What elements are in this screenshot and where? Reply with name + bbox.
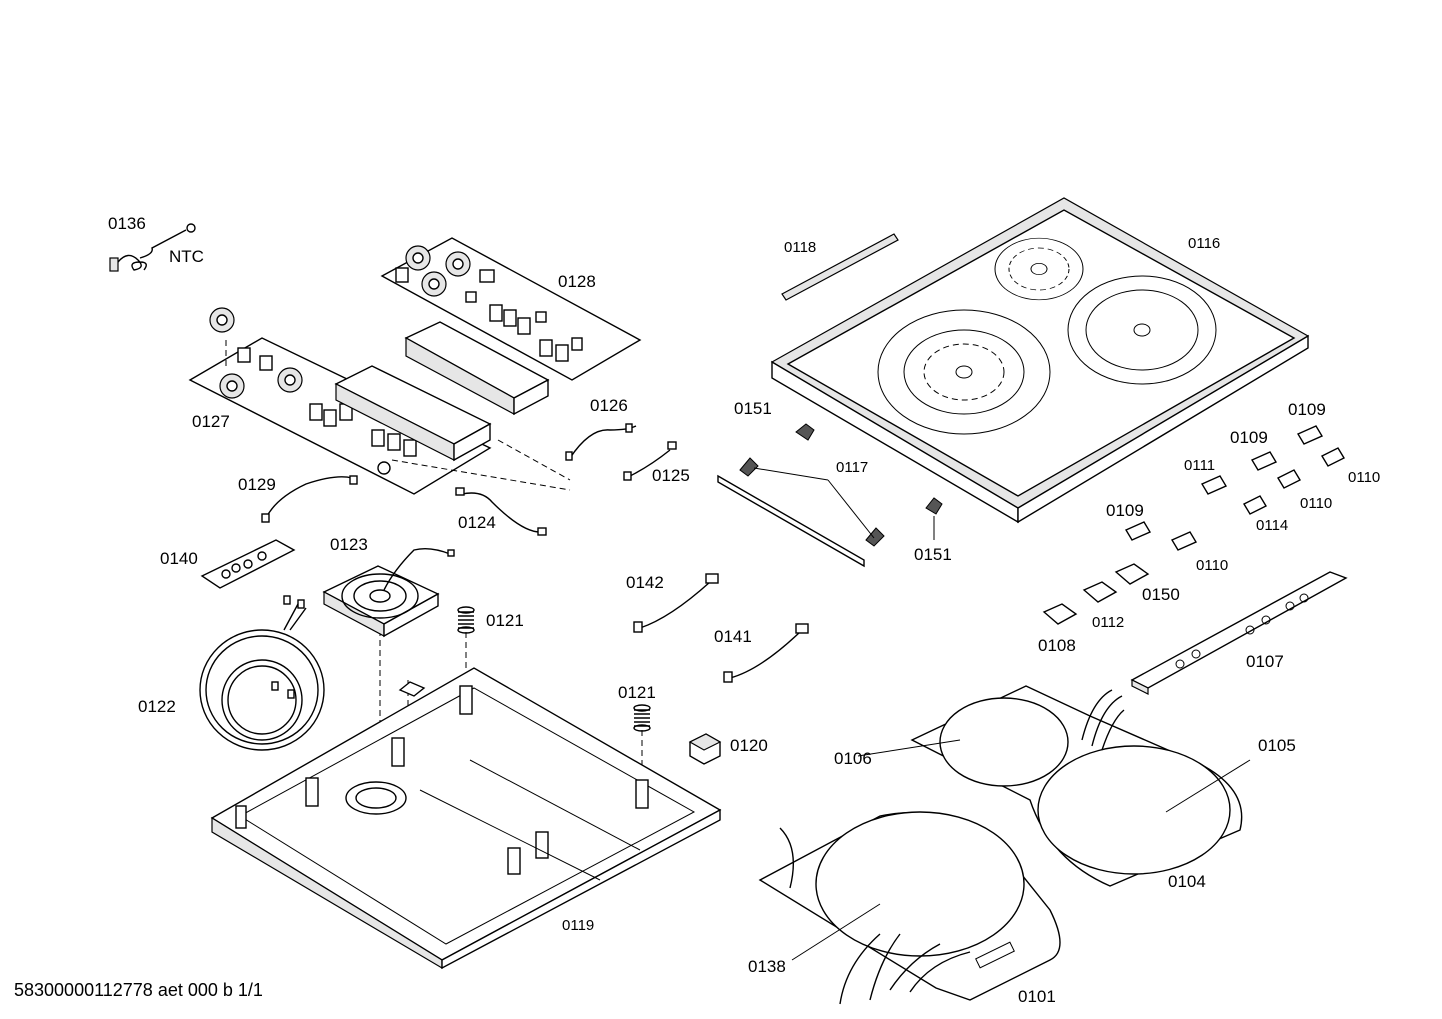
label-0123: 0123 <box>330 535 368 554</box>
label-0107: 0107 <box>1246 652 1284 671</box>
label-0126: 0126 <box>590 396 628 415</box>
label-0108: 0108 <box>1038 636 1076 655</box>
label-0127: 0127 <box>192 412 230 431</box>
spring-0121-b <box>633 704 651 732</box>
label-0105: 0105 <box>1258 736 1296 755</box>
label-ntc: NTC <box>169 247 204 266</box>
clip-0151-b <box>925 497 943 540</box>
label-0118: 0118 <box>784 239 816 256</box>
label-0124: 0124 <box>458 513 496 532</box>
label-0110-a: 0110 <box>1348 469 1380 486</box>
ntc-sensor <box>109 223 196 272</box>
label-0119: 0119 <box>562 917 594 934</box>
seal-strip-0118 <box>781 233 899 301</box>
document-code: 58300000112778 aet 000 b 1/1 <box>14 980 263 1000</box>
label-0121-b: 0121 <box>618 683 656 702</box>
label-0109-c: 0109 <box>1106 501 1144 520</box>
cable-0129 <box>261 475 358 523</box>
label-0109-b: 0109 <box>1230 428 1268 447</box>
label-0142: 0142 <box>626 573 664 592</box>
label-0138: 0138 <box>748 957 786 976</box>
label-0112: 0112 <box>1092 614 1124 631</box>
label-0141: 0141 <box>714 627 752 646</box>
power-board-0128 <box>380 237 642 416</box>
cable-0126 <box>565 423 637 461</box>
label-0104: 0104 <box>1168 872 1206 891</box>
knobs-and-caps <box>1042 425 1345 625</box>
clip-0151-a <box>795 423 815 441</box>
cable-0141 <box>723 623 809 683</box>
control-board-0140 <box>200 539 296 589</box>
cable-0142 <box>633 573 719 633</box>
coil-carrier-0104 <box>910 685 1243 887</box>
cable-loom-0122 <box>199 595 325 751</box>
label-0116: 0116 <box>1188 235 1220 252</box>
power-board-0127 <box>188 307 492 495</box>
cooling-fan-0123 <box>322 547 455 638</box>
label-0114: 0114 <box>1256 517 1288 534</box>
label-0150: 0150 <box>1142 585 1180 604</box>
label-0125: 0125 <box>652 466 690 485</box>
label-0122: 0122 <box>138 697 176 716</box>
label-0151-b: 0151 <box>914 545 952 564</box>
leader-lines <box>753 467 1251 961</box>
ceramic-hob-top-0116 <box>770 197 1310 524</box>
mounting-bracket-0117 <box>717 457 885 568</box>
label-0117: 0117 <box>836 459 868 476</box>
label-0110-c: 0110 <box>1196 557 1228 574</box>
label-0121-a: 0121 <box>486 611 524 630</box>
cable-0125 <box>623 441 677 481</box>
label-0129: 0129 <box>238 475 276 494</box>
spring-0121-a <box>457 606 475 634</box>
coil-carrier-0101 <box>758 811 1061 1005</box>
label-0101: 0101 <box>1018 987 1056 1006</box>
label-0110-b: 0110 <box>1300 495 1332 512</box>
label-0120: 0120 <box>730 736 768 755</box>
connector-0120 <box>688 733 722 765</box>
control-board-0107 <box>1130 571 1348 695</box>
label-0109-a: 0109 <box>1288 400 1326 419</box>
label-0111: 0111 <box>1184 457 1215 474</box>
cable-0124 <box>455 487 547 536</box>
label-0128: 0128 <box>558 272 596 291</box>
label-0151-a: 0151 <box>734 399 772 418</box>
base-tray-0119 <box>210 667 722 970</box>
label-0106: 0106 <box>834 749 872 768</box>
label-0140: 0140 <box>160 549 198 568</box>
label-0136: 0136 <box>108 214 146 233</box>
